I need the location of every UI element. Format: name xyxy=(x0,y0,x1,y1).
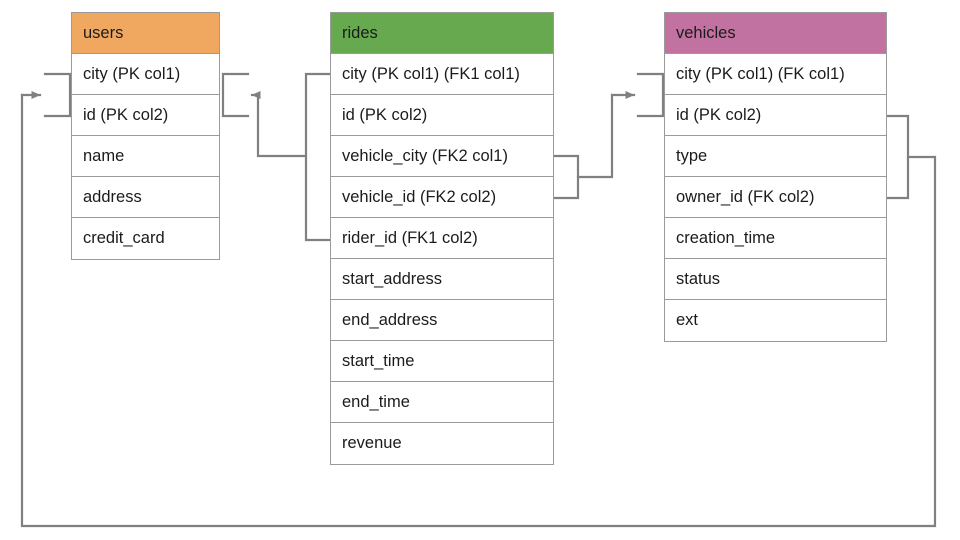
connector-rides-to-users xyxy=(221,72,332,242)
entity-users-title: users xyxy=(72,13,219,54)
field-rides-rider-id[interactable]: rider_id (FK1 col2) xyxy=(331,218,553,259)
field-rides-revenue[interactable]: revenue xyxy=(331,423,553,464)
field-rides-vehicle-city[interactable]: vehicle_city (FK2 col1) xyxy=(331,136,553,177)
field-vehicles-type[interactable]: type xyxy=(665,136,886,177)
field-rides-city[interactable]: city (PK col1) (FK1 col1) xyxy=(331,54,553,95)
entity-vehicles-title: vehicles xyxy=(665,13,886,54)
field-rides-vehicle-id[interactable]: vehicle_id (FK2 col2) xyxy=(331,177,553,218)
field-vehicles-city[interactable]: city (PK col1) (FK col1) xyxy=(665,54,886,95)
field-vehicles-owner-id[interactable]: owner_id (FK col2) xyxy=(665,177,886,218)
entity-rides-title: rides xyxy=(331,13,553,54)
entity-users[interactable]: users city (PK col1) id (PK col2) name a… xyxy=(71,12,220,260)
field-users-id[interactable]: id (PK col2) xyxy=(72,95,219,136)
connector-rides-to-vehicles xyxy=(552,72,665,200)
field-users-credit-card[interactable]: credit_card xyxy=(72,218,219,259)
field-rides-end-address[interactable]: end_address xyxy=(331,300,553,341)
field-vehicles-creation-time[interactable]: creation_time xyxy=(665,218,886,259)
field-rides-start-time[interactable]: start_time xyxy=(331,341,553,382)
field-vehicles-ext[interactable]: ext xyxy=(665,300,886,341)
field-vehicles-id[interactable]: id (PK col2) xyxy=(665,95,886,136)
field-rides-end-time[interactable]: end_time xyxy=(331,382,553,423)
entity-rides[interactable]: rides city (PK col1) (FK1 col1) id (PK c… xyxy=(330,12,554,465)
field-rides-start-address[interactable]: start_address xyxy=(331,259,553,300)
field-users-city[interactable]: city (PK col1) xyxy=(72,54,219,95)
field-rides-id[interactable]: id (PK col2) xyxy=(331,95,553,136)
entity-vehicles[interactable]: vehicles city (PK col1) (FK col1) id (PK… xyxy=(664,12,887,342)
field-users-address[interactable]: address xyxy=(72,177,219,218)
field-vehicles-status[interactable]: status xyxy=(665,259,886,300)
field-users-name[interactable]: name xyxy=(72,136,219,177)
